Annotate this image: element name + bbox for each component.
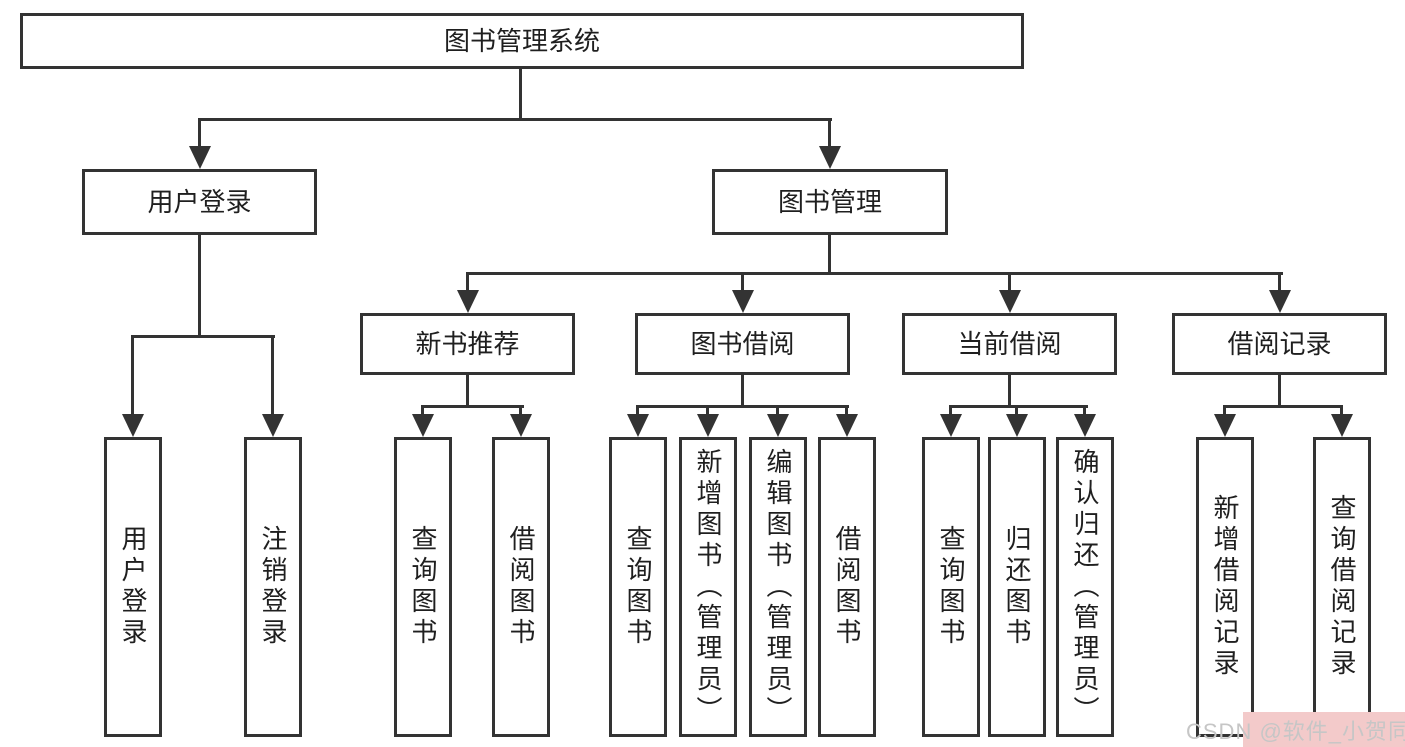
- node-library-management-system: 图书管理系统: [20, 13, 1024, 69]
- connector-line: [519, 69, 522, 118]
- node-book-borrowing: 图书借阅: [635, 313, 850, 375]
- connector-line: [741, 375, 744, 407]
- arrow-down-icon: [1074, 414, 1096, 437]
- leaf-add-book-admin: 新增图书（管理员）: [679, 437, 737, 737]
- connector-line: [1083, 405, 1086, 416]
- leaf-query-books-borrowing: 查询图书: [609, 437, 667, 737]
- connector-line: [198, 235, 201, 335]
- connector-line: [421, 405, 524, 408]
- connector-line: [131, 335, 275, 338]
- connector-line: [466, 272, 1283, 275]
- node-user-login: 用户登录: [82, 169, 317, 235]
- connector-line: [706, 405, 709, 416]
- connector-line: [1278, 272, 1281, 292]
- arrow-down-icon: [1269, 290, 1291, 313]
- connector-line: [131, 335, 134, 416]
- connector-line: [741, 272, 744, 292]
- leaf-confirm-return-admin: 确认归还（管理员）: [1056, 437, 1114, 737]
- arrow-down-icon: [122, 414, 144, 437]
- watermark: CSDN @软件_小贺同学: [1186, 719, 1405, 744]
- watermark-background: [1243, 712, 1405, 747]
- connector-line: [421, 405, 424, 416]
- connector-line: [198, 118, 201, 148]
- leaf-query-borrow-record: 查询借阅记录: [1313, 437, 1371, 737]
- arrow-down-icon: [999, 290, 1021, 313]
- arrow-down-icon: [1331, 414, 1353, 437]
- connector-line: [271, 335, 274, 416]
- connector-line: [828, 118, 831, 148]
- connector-line: [636, 405, 639, 416]
- connector-line: [636, 405, 849, 408]
- arrow-down-icon: [412, 414, 434, 437]
- node-book-management: 图书管理: [712, 169, 948, 235]
- node-current-borrowing: 当前借阅: [902, 313, 1117, 375]
- connector-line: [1223, 405, 1343, 408]
- arrow-down-icon: [697, 414, 719, 437]
- leaf-query-books-recommend: 查询图书: [394, 437, 452, 737]
- leaf-return-books: 归还图书: [988, 437, 1046, 737]
- connector-line: [845, 405, 848, 416]
- node-new-book-recommend: 新书推荐: [360, 313, 575, 375]
- connector-line: [198, 118, 832, 121]
- connector-line: [776, 405, 779, 416]
- connector-line: [1008, 272, 1011, 292]
- arrow-down-icon: [767, 414, 789, 437]
- connector-line: [1278, 375, 1281, 407]
- leaf-borrow-books-borrowing: 借阅图书: [818, 437, 876, 737]
- arrow-down-icon: [732, 290, 754, 313]
- connector-line: [519, 405, 522, 416]
- connector-line: [1340, 405, 1343, 416]
- connector-line: [1008, 375, 1011, 407]
- connector-line: [949, 405, 1088, 408]
- arrow-down-icon: [627, 414, 649, 437]
- connector-line: [1015, 405, 1018, 416]
- arrow-down-icon: [457, 290, 479, 313]
- arrow-down-icon: [189, 146, 211, 169]
- leaf-borrow-books-recommend: 借阅图书: [492, 437, 550, 737]
- leaf-logout: 注销登录: [244, 437, 302, 737]
- leaf-edit-book-admin: 编辑图书（管理员）: [749, 437, 807, 737]
- connector-line: [828, 235, 831, 272]
- connector-line: [949, 405, 952, 416]
- arrow-down-icon: [262, 414, 284, 437]
- arrow-down-icon: [510, 414, 532, 437]
- connector-line: [466, 272, 469, 292]
- arrow-down-icon: [819, 146, 841, 169]
- arrow-down-icon: [1214, 414, 1236, 437]
- node-borrowing-records: 借阅记录: [1172, 313, 1387, 375]
- connector-line: [1223, 405, 1226, 416]
- leaf-user-login: 用户登录: [104, 437, 162, 737]
- arrow-down-icon: [1006, 414, 1028, 437]
- leaf-add-borrow-record: 新增借阅记录: [1196, 437, 1254, 737]
- leaf-query-books-current: 查询图书: [922, 437, 980, 737]
- connector-line: [466, 375, 469, 407]
- arrow-down-icon: [940, 414, 962, 437]
- arrow-down-icon: [836, 414, 858, 437]
